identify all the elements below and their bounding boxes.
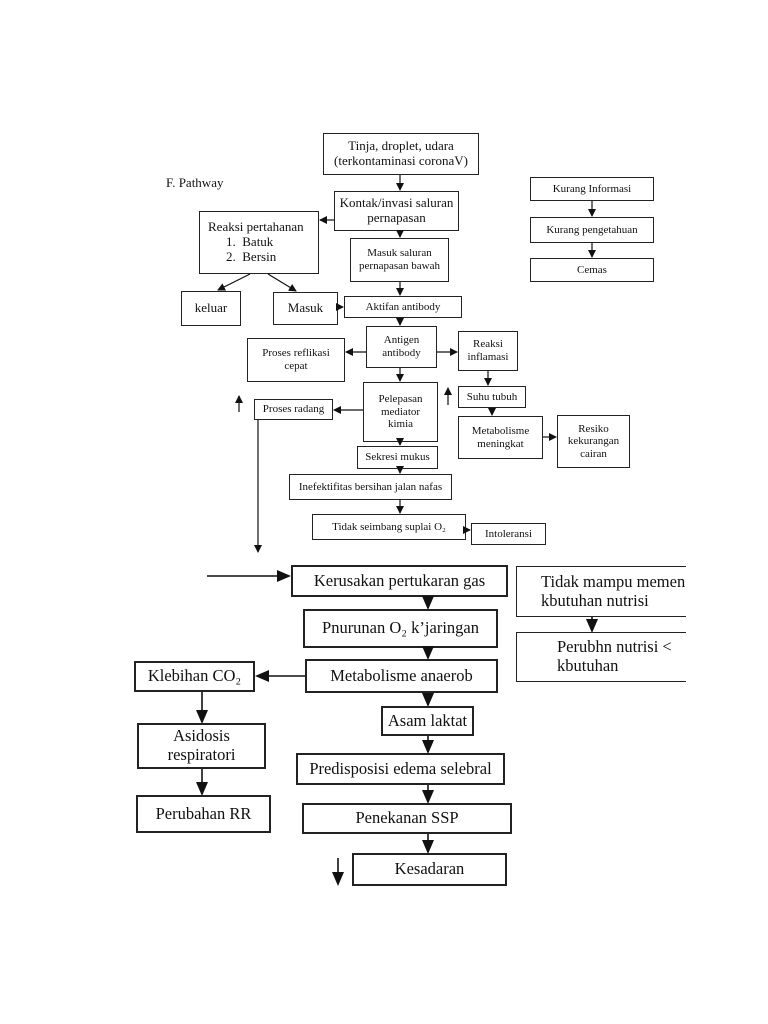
node-defense: Reaksi pertahanan 1. Batuk 2. Bersin: [199, 211, 319, 274]
node-inflammation: Reaksi inflamasi: [458, 331, 518, 371]
node-antibody-activation: Aktifan antibody: [344, 296, 462, 318]
node-body-temp: Suhu tubuh: [458, 386, 526, 408]
node-nutrition-unable: Tidak mampu memen kbutuhan nutrisi: [516, 566, 686, 617]
node-anxiety: Cemas: [530, 258, 654, 282]
node-lactic: Asam laktat: [381, 706, 474, 736]
node-airway: Inefektifitas bersihan jalan nafas: [289, 474, 452, 500]
node-co2-excess: Klebihan CO₂: [134, 661, 255, 692]
defense-item-1: 1. Batuk: [226, 234, 274, 250]
node-replication: Proses reflikasi cepat: [247, 338, 345, 382]
node-consciousness: Kesadaran: [352, 853, 507, 886]
node-gas-exchange: Kerusakan pertukaran gas: [291, 565, 508, 597]
node-contact: Kontak/invasi saluran pernapasan: [334, 191, 459, 231]
defense-item-2: 2. Bersin: [226, 248, 277, 264]
node-in: Masuk: [273, 292, 338, 325]
node-mucus: Sekresi mukus: [357, 446, 438, 469]
node-source: Tinja, droplet, udara (terkontaminasi co…: [323, 133, 479, 175]
node-cns: Penekanan SSP: [302, 803, 512, 834]
node-anaerobic: Metabolisme anaerob: [305, 659, 498, 693]
node-intolerance: Intoleransi: [471, 523, 546, 545]
node-edema: Predisposisi edema selebral: [296, 753, 505, 785]
node-lack-knowledge: Kurang pengetahuan: [530, 217, 654, 243]
node-mediator: Pelepasan mediator kimia: [363, 382, 438, 442]
node-o2-imbalance: Tidak seimbang suplai O₂: [312, 514, 466, 540]
node-lack-info: Kurang Informasi: [530, 177, 654, 201]
node-out: keluar: [181, 291, 241, 326]
node-metabolism-up: Metabolisme meningkat: [458, 416, 543, 459]
node-o2-decrease: Pnurunan O₂ k’jaringan: [303, 609, 498, 648]
node-lower-tract: Masuk saluran pernapasan bawah: [350, 238, 449, 282]
node-rr-change: Perubahan RR: [136, 795, 271, 833]
node-nutrition-change: Perubhn nutrisi < kbutuhan: [516, 632, 686, 682]
node-radang: Proses radang: [254, 399, 333, 420]
node-acidosis: Asidosis respiratori: [137, 723, 266, 769]
defense-title: Reaksi pertahanan: [208, 219, 304, 235]
section-label: F. Pathway: [166, 175, 224, 190]
node-antigen-antibody: Antigen antibody: [366, 326, 437, 368]
node-fluid-risk: Resiko kekurangan cairan: [557, 415, 630, 468]
